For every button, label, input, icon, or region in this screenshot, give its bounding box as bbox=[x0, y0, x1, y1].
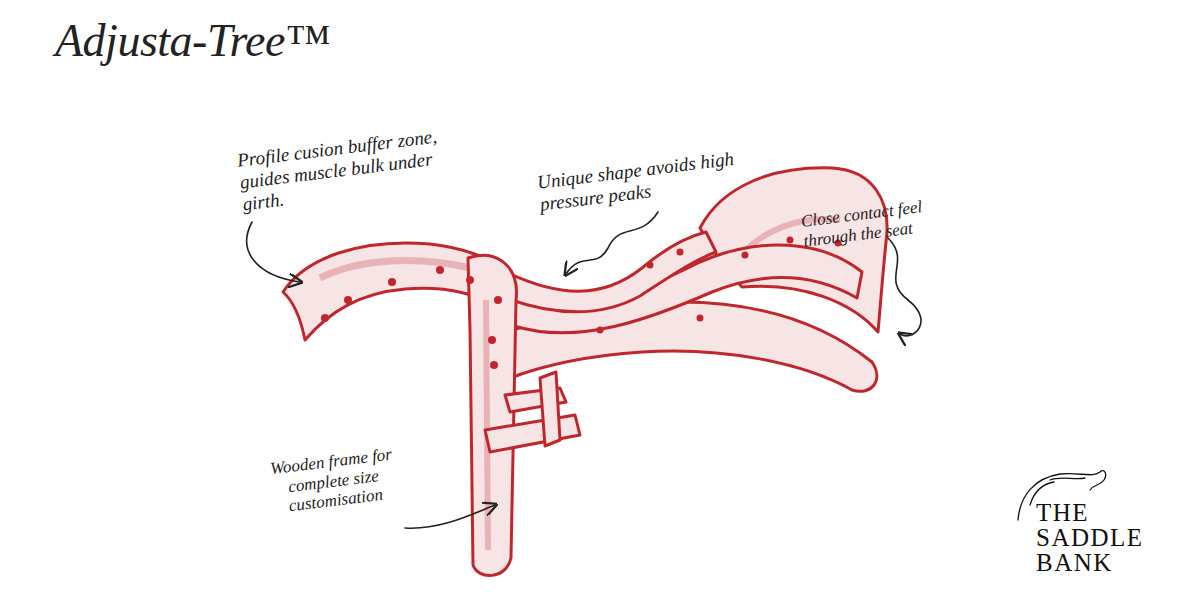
top-rail bbox=[498, 232, 716, 312]
brand-logo-text: THE SADDLE BANK bbox=[1036, 500, 1154, 575]
diagram-title: Adjusta-Tree™ bbox=[55, 14, 330, 67]
leader-lines bbox=[247, 212, 921, 528]
callout-note: Profile cusion buffer zone, guides muscl… bbox=[236, 124, 457, 215]
stirrup-bar bbox=[540, 372, 560, 446]
saddle-tree bbox=[283, 168, 887, 576]
rivets bbox=[321, 237, 842, 370]
stirrup-bar bbox=[485, 415, 580, 452]
callout-note: Wooden frame for complete size customisa… bbox=[248, 442, 419, 520]
tree-point bbox=[468, 255, 516, 575]
